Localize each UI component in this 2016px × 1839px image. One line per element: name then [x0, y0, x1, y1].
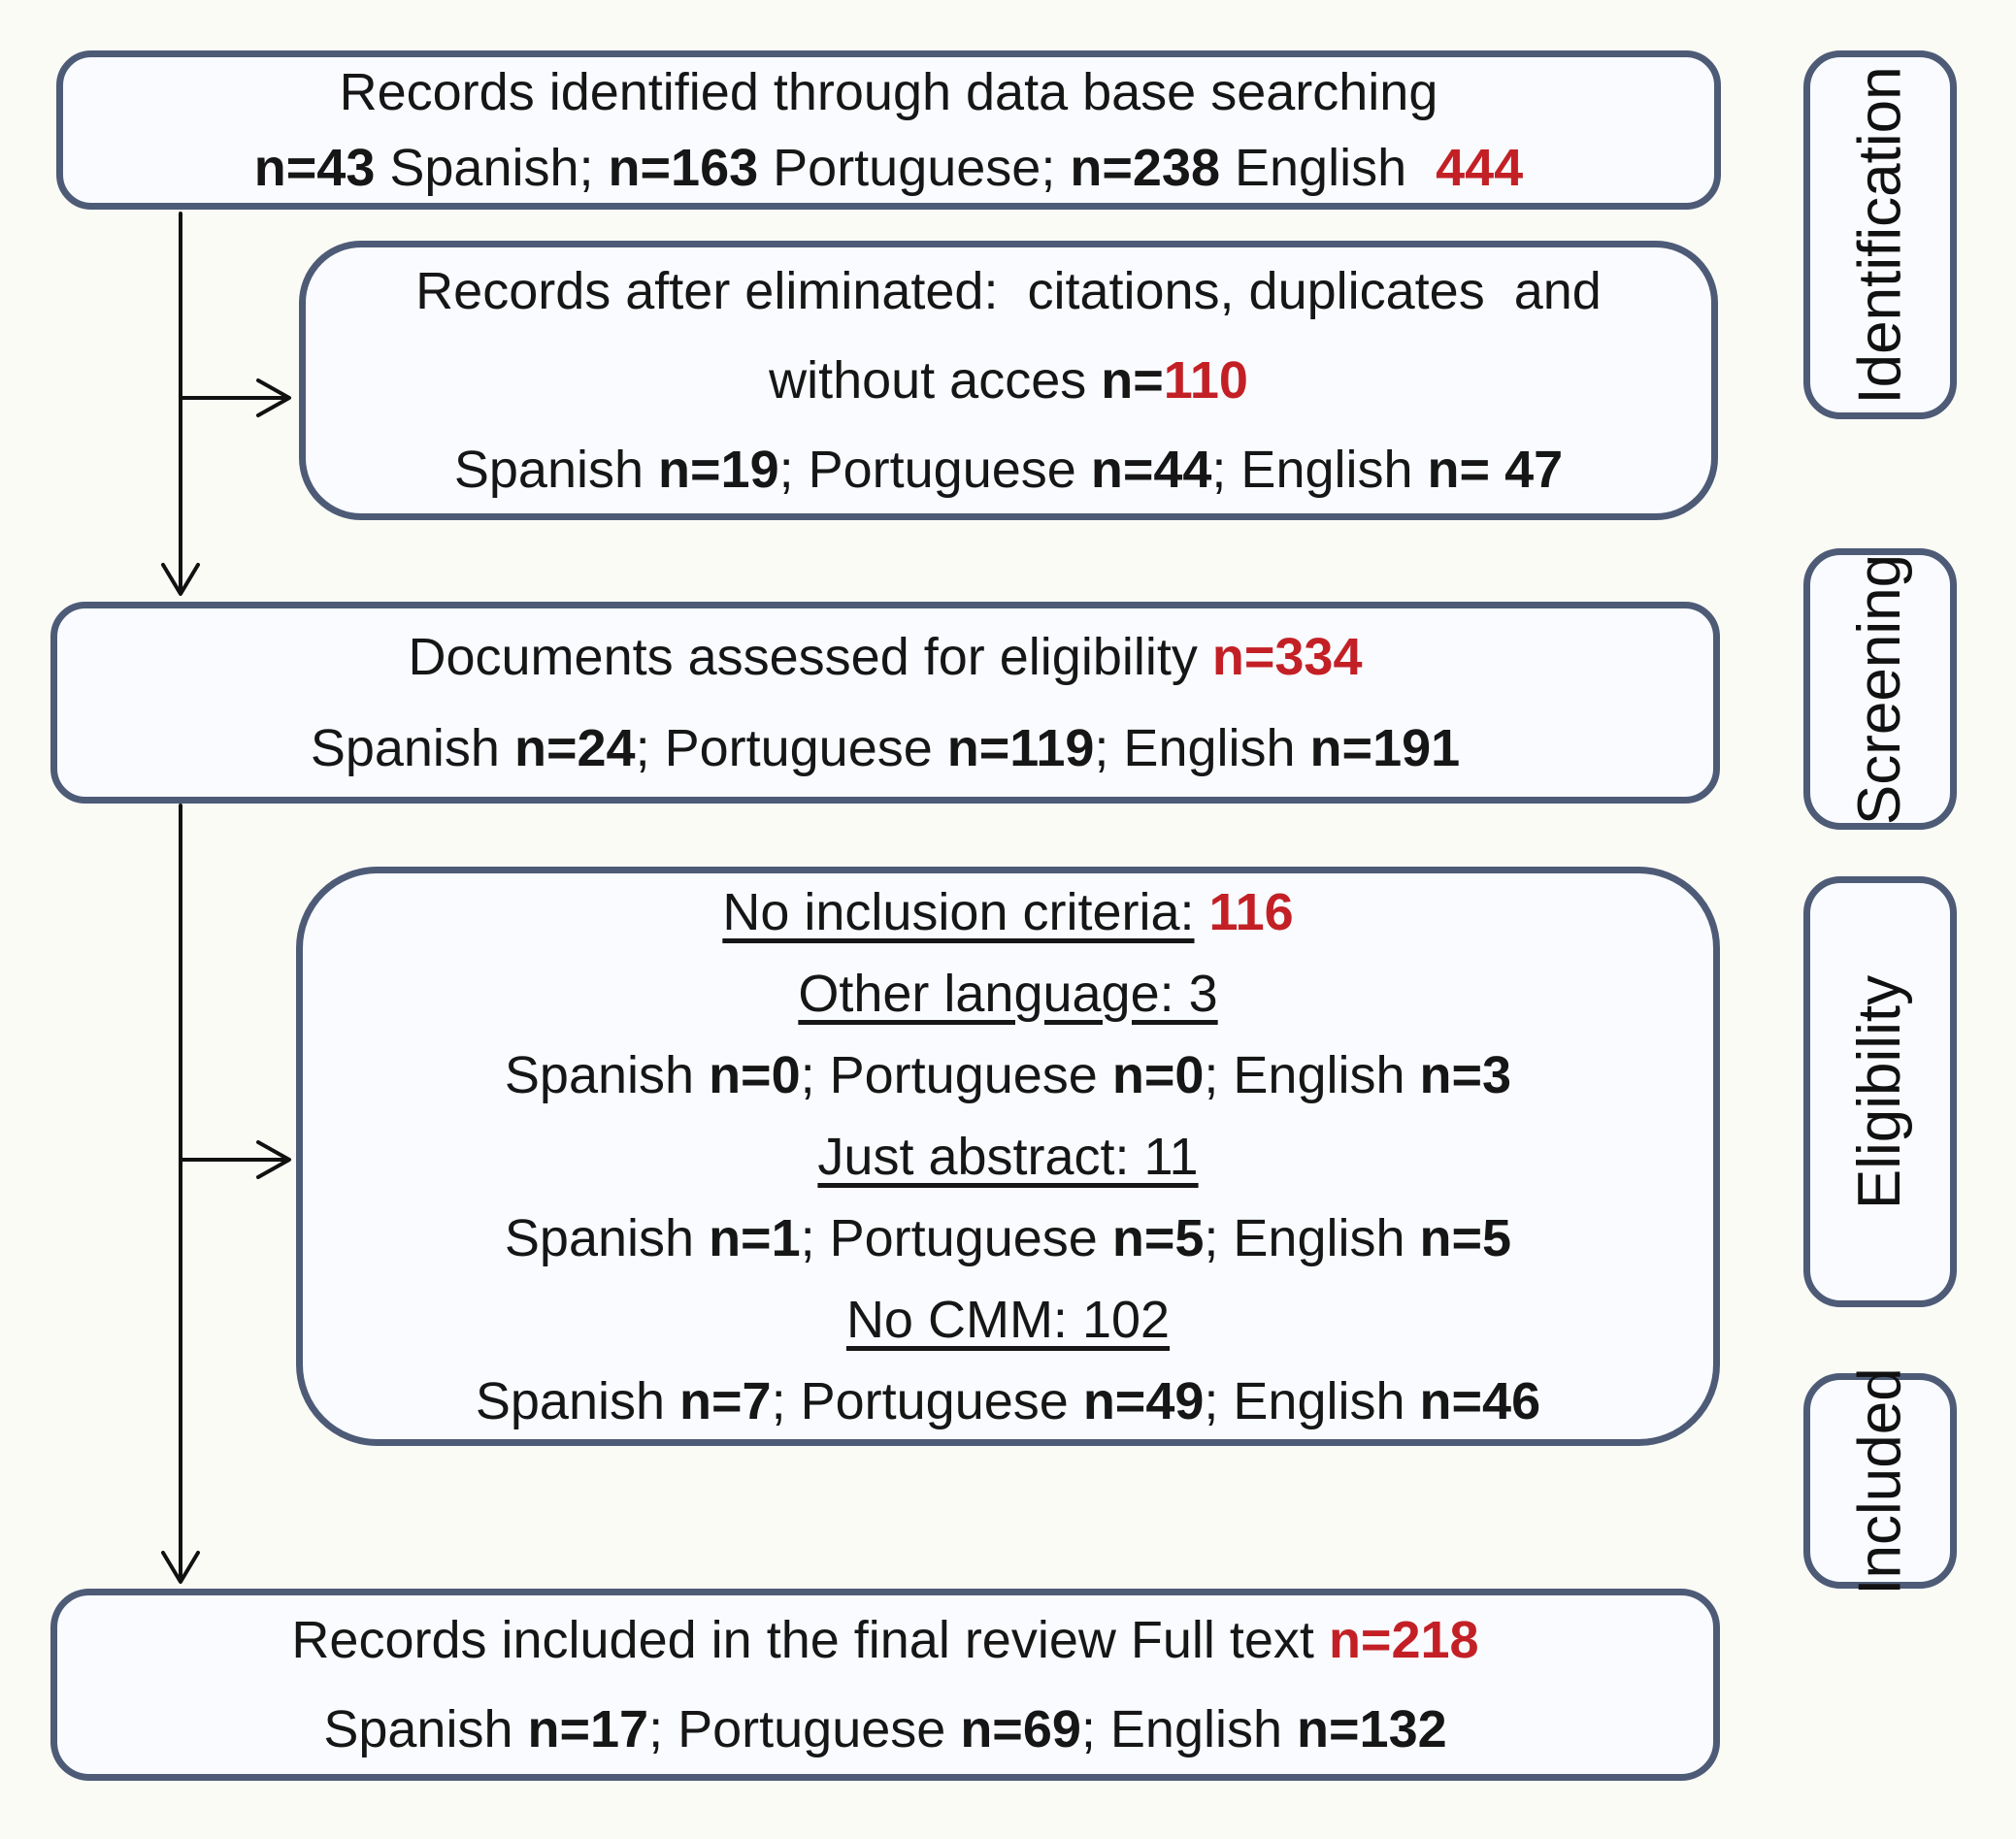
text-line: n=43 Spanish; n=163 Portuguese; n=238 En… [254, 130, 1523, 206]
text-segment: n=0 [709, 1045, 801, 1104]
text-segment: English [1219, 139, 1437, 197]
text-segment: ; English [1080, 1700, 1298, 1758]
text-segment: n=24 [513, 719, 636, 777]
count-highlight: 110 [1163, 351, 1248, 410]
text-segment: n=17 [527, 1700, 649, 1758]
text-line: Records after eliminated: citations, dup… [415, 246, 1602, 336]
text-segment: No CMM: 102 [845, 1290, 1171, 1349]
text-segment: n=44 [1090, 441, 1212, 499]
text-segment: n=238 [1070, 139, 1220, 197]
text-line: Spanish n=7; Portuguese n=49; English n=… [476, 1361, 1540, 1442]
text-segment: without acces [769, 351, 1102, 410]
stage-label-eligibility: Eligibility [1846, 974, 1914, 1209]
count-highlight: n=334 [1211, 628, 1363, 686]
text-line: Other language: 3 [798, 953, 1217, 1034]
stage-box-screening: Screening [1803, 548, 1957, 830]
text-line: Records identified through data base sea… [340, 54, 1438, 130]
text-segment: n= 47 [1427, 441, 1564, 499]
text-segment: ; Portuguese [800, 1045, 1112, 1104]
text-segment: Spanish [310, 719, 514, 777]
text-segment: Spanish [453, 441, 659, 499]
text-line: Spanish n=24; Portuguese n=119; English … [311, 703, 1460, 794]
text-segment: ; English [1094, 719, 1310, 777]
text-segment: Just abstract: 11 [817, 1127, 1199, 1186]
text-segment: n=119 [946, 719, 1095, 777]
arrow-right-to-exclusions [179, 1140, 291, 1179]
text-segment: Spanish [475, 1371, 680, 1430]
stage-box-identification: Identification [1803, 50, 1957, 419]
text-segment: n=5 [1111, 1208, 1205, 1267]
box-documents-assessed: Documents assessed for eligibility n=334… [50, 602, 1720, 804]
text-segment: Other language: 3 [798, 964, 1218, 1023]
box-records-included: Records included in the final review Ful… [50, 1589, 1720, 1781]
arrow-down-assessed-to-included [161, 804, 200, 1584]
text-line: No CMM: 102 [846, 1279, 1170, 1361]
text-line: No inclusion criteria: 116 [722, 871, 1293, 953]
count-highlight: 444 [1436, 139, 1524, 197]
text-segment: n=191 [1309, 719, 1461, 777]
stage-label-included: Included [1846, 1366, 1914, 1595]
text-segment: ; Portuguese [771, 1371, 1083, 1430]
stage-label-identification: Identification [1846, 65, 1914, 405]
text-segment: No inclusion criteria: [722, 882, 1195, 941]
stage-box-included: Included [1803, 1367, 1957, 1594]
text-segment: n=163 [608, 139, 759, 197]
text-segment: ; English [1211, 441, 1428, 499]
count-highlight: n=218 [1328, 1611, 1479, 1669]
text-segment: ; English [1204, 1371, 1420, 1430]
text-segment: ; English [1204, 1045, 1420, 1104]
text-line: Spanish n=19; Portuguese n=44; English n… [454, 425, 1563, 514]
text-segment: Documents assessed for eligibility [408, 628, 1212, 686]
text-segment: n=3 [1419, 1045, 1512, 1104]
count-highlight: 116 [1208, 882, 1294, 941]
arrow-right-to-eliminated [179, 378, 291, 417]
text-line: Spanish n=17; Portuguese n=69; English n… [323, 1685, 1446, 1774]
text-segment: n=19 [658, 441, 779, 499]
text-segment: Records identified through data base sea… [339, 63, 1438, 121]
text-segment: Records included in the final review Ful… [291, 1611, 1329, 1669]
stage-label-screening: Screening [1846, 553, 1914, 825]
text-segment: n=49 [1082, 1371, 1205, 1430]
text-line: Spanish n=1; Portuguese n=5; English n=5 [505, 1198, 1511, 1279]
text-segment: ; Portuguese [648, 1700, 961, 1758]
text-segment: n=7 [679, 1371, 772, 1430]
text-segment: n= [1101, 351, 1164, 410]
text-segment: n=0 [1111, 1045, 1205, 1104]
text-line: Just abstract: 11 [817, 1116, 1198, 1198]
text-line: Documents assessed for eligibility n=334 [409, 611, 1363, 703]
text-segment: ; English [1204, 1208, 1420, 1267]
text-segment: n=43 [253, 139, 376, 197]
text-segment: Spanish [323, 1700, 528, 1758]
arrow-down-identified-to-assessed [161, 212, 200, 596]
stage-box-eligibility: Eligibility [1803, 876, 1957, 1307]
box-records-identified: Records identified through data base sea… [56, 50, 1721, 210]
text-segment: n=5 [1419, 1208, 1512, 1267]
text-segment: Spanish [504, 1208, 710, 1267]
text-segment: n=69 [960, 1700, 1081, 1758]
text-segment: ; Portuguese [800, 1208, 1112, 1267]
text-segment: Spanish [504, 1045, 710, 1104]
box-records-eliminated: Records after eliminated: citations, dup… [299, 241, 1718, 520]
text-segment: ; Portuguese [778, 441, 1091, 499]
text-segment: Spanish; [375, 139, 609, 197]
text-segment: ; Portuguese [635, 719, 947, 777]
text-segment: Portuguese; [758, 139, 1071, 197]
text-segment: Records after eliminated: citations, dup… [415, 262, 1602, 320]
text-segment: n=132 [1297, 1700, 1447, 1758]
text-line: Records included in the final review Ful… [291, 1595, 1478, 1685]
text-line: Spanish n=0; Portuguese n=0; English n=3 [505, 1034, 1511, 1116]
text-line: without acces n=110 [769, 336, 1248, 425]
text-segment: n=1 [709, 1208, 801, 1267]
text-segment: n=46 [1419, 1371, 1541, 1430]
text-segment [1195, 883, 1209, 941]
